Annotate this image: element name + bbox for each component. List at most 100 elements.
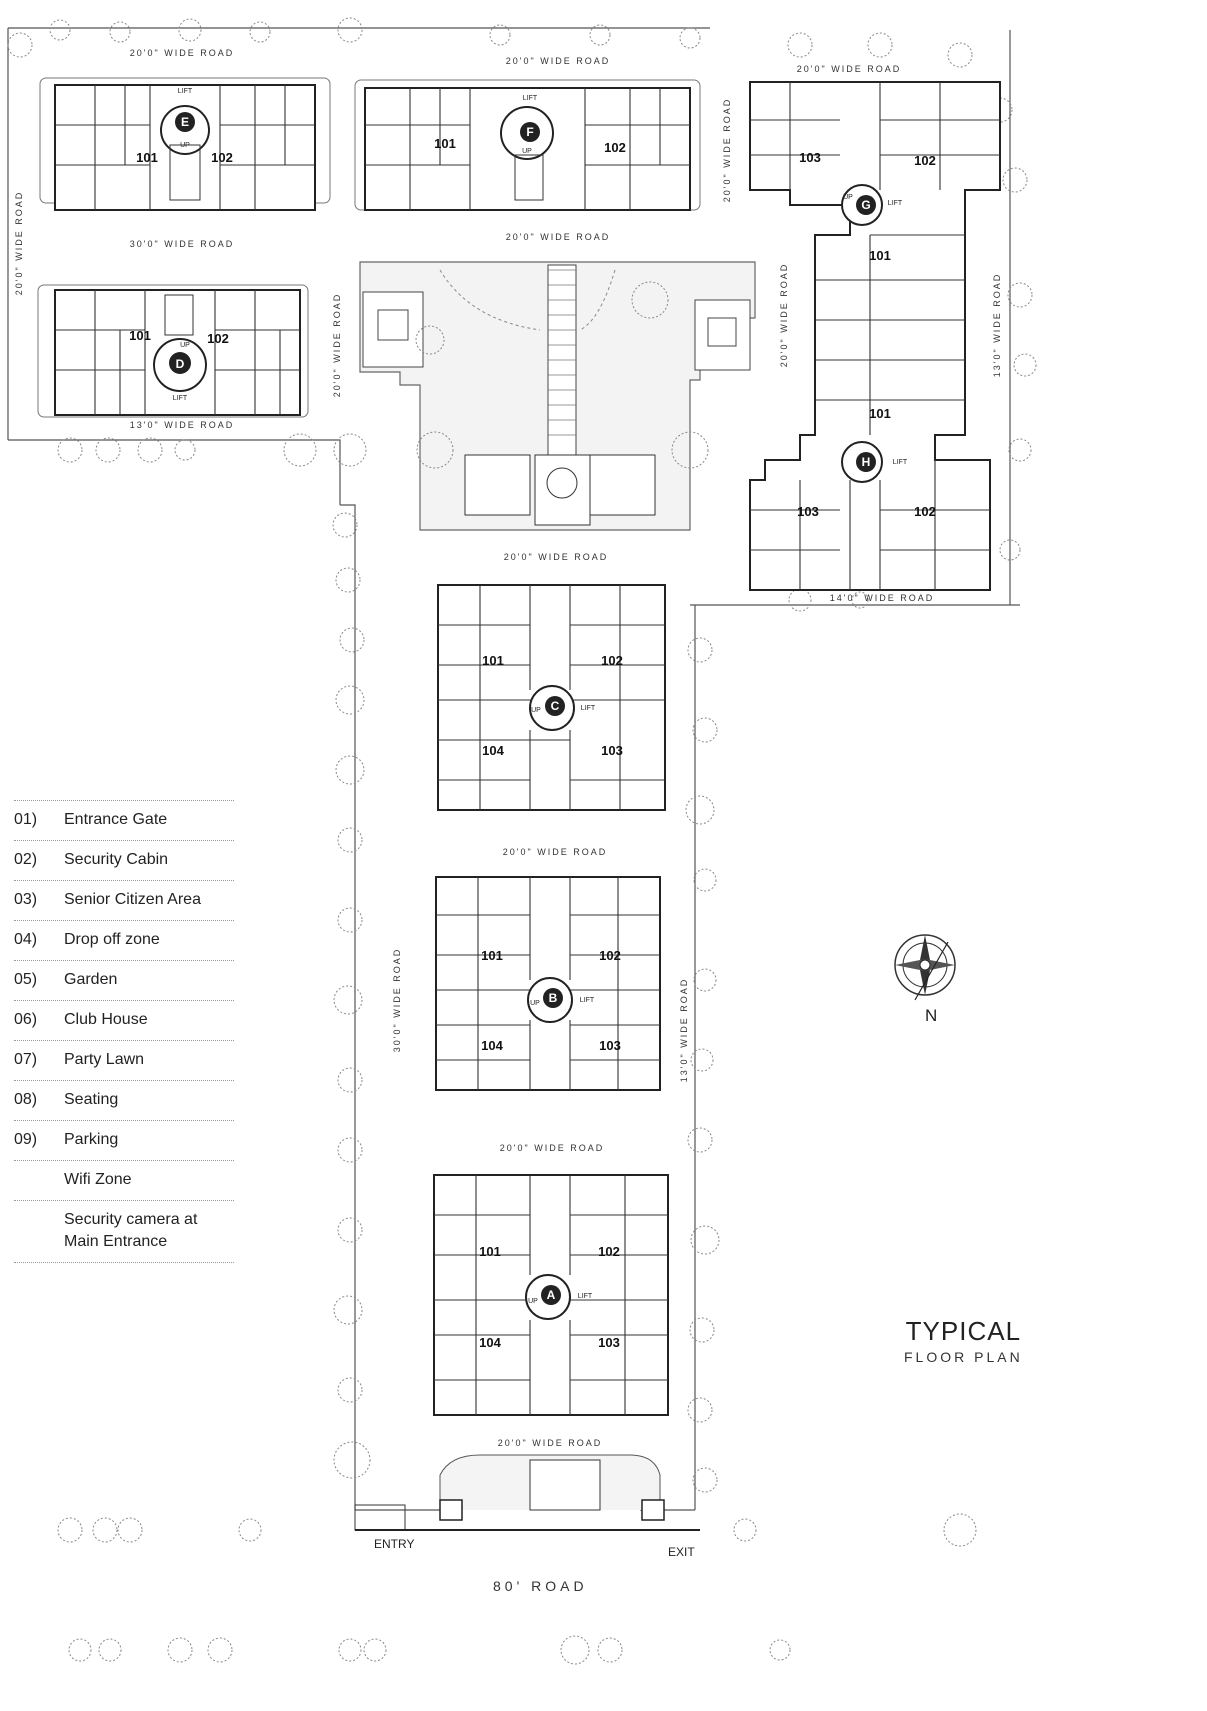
- unit-c-101: 101: [482, 653, 504, 668]
- road-label: 20'0" WIDE ROAD: [797, 64, 901, 74]
- security-cabin-exit: [641, 1499, 665, 1521]
- legend-text: Senior Citizen Area: [64, 891, 201, 908]
- road-label: 20'0" WIDE ROAD: [14, 191, 24, 295]
- plan-title: TYPICAL FLOOR PLAN: [904, 1316, 1023, 1365]
- unit-b-104: 104: [481, 1038, 503, 1053]
- legend-text: Parking: [64, 1131, 119, 1148]
- up-label: UP: [522, 148, 532, 155]
- unit-c-104: 104: [482, 743, 504, 758]
- building-d: D LIFT UP 101 102: [37, 284, 309, 418]
- unit-a-101: 101: [479, 1244, 501, 1259]
- up-label: UP: [530, 1000, 540, 1007]
- legend-item: 09) Parking: [14, 1120, 234, 1160]
- lift-label: LIFT: [178, 88, 193, 95]
- block-e-label: E: [181, 115, 189, 129]
- unit-b-103: 103: [599, 1038, 621, 1053]
- compass-rose: [894, 934, 956, 1001]
- unit-e-102: 102: [211, 150, 233, 165]
- legend-number: 06): [14, 1011, 38, 1028]
- road-label: 20'0" WIDE ROAD: [503, 847, 607, 857]
- legend-number: [14, 1209, 64, 1253]
- legend-item: 05) Garden: [14, 960, 234, 1000]
- unit-c-102: 102: [601, 653, 623, 668]
- lift-label: LIFT: [523, 95, 538, 102]
- legend-number: 07): [14, 1051, 38, 1068]
- unit-e-101: 101: [136, 150, 158, 165]
- unit-d-102: 102: [207, 331, 229, 346]
- legend-number: 04): [14, 931, 38, 948]
- unit-g-102: 102: [914, 153, 936, 168]
- building-a: A LIFT UP 101 102 104 103: [433, 1174, 669, 1416]
- security-cabin-entry: [439, 1499, 463, 1521]
- lift-label: LIFT: [888, 200, 903, 207]
- building-c: C LIFT UP 101 102 104 103: [437, 584, 666, 811]
- landscape-trees: [7, 17, 1037, 1665]
- legend-number: 02): [14, 851, 38, 868]
- block-f-label: F: [526, 125, 533, 139]
- legend-number: [14, 1169, 64, 1191]
- exit-label: EXIT: [668, 1545, 695, 1559]
- legend-text: Wifi Zone: [64, 1171, 132, 1188]
- building-b: B LIFT UP 101 102 104 103: [435, 876, 661, 1091]
- legend-item: Wifi Zone: [14, 1160, 234, 1200]
- central-garden: [359, 261, 756, 531]
- legend-number: 05): [14, 971, 38, 988]
- road-label: 20'0" WIDE ROAD: [506, 56, 610, 66]
- unit-g-103: 103: [799, 150, 821, 165]
- legend-text: Seating: [64, 1091, 119, 1108]
- legend-number: 09): [14, 1131, 38, 1148]
- unit-f-101: 101: [434, 136, 456, 151]
- road-label: 20'0" WIDE ROAD: [130, 48, 234, 58]
- legend-number: 01): [14, 811, 38, 828]
- road-label: 13'0" WIDE ROAD: [992, 273, 1002, 377]
- compound-walls: [7, 27, 1020, 1511]
- road-label: 20'0" WIDE ROAD: [506, 232, 610, 242]
- building-g-h: G LIFT UP 103 102 101 H LIFT 101 103 102: [749, 81, 1001, 591]
- block-h-label: H: [862, 455, 871, 469]
- road-label: 20'0" WIDE ROAD: [332, 293, 342, 397]
- block-c-label: C: [551, 699, 560, 713]
- entrance-plaza: [354, 1454, 700, 1531]
- legend-text: Security camera at Main Entrance: [64, 1211, 198, 1250]
- legend-number: 03): [14, 891, 38, 908]
- lift-label: LIFT: [893, 459, 908, 466]
- legend-text: Drop off zone: [64, 931, 160, 948]
- title-line-1: TYPICAL: [905, 1316, 1022, 1346]
- main-road-label: 80' ROAD: [493, 1578, 588, 1594]
- road-labels: 20'0" WIDE ROAD 20'0" WIDE ROAD 20'0" WI…: [14, 48, 1002, 1448]
- legend-item: Security camera at Main Entrance: [14, 1200, 234, 1263]
- road-label: 20'0" WIDE ROAD: [504, 552, 608, 562]
- unit-d-101: 101: [129, 328, 151, 343]
- road-label: 13'0" WIDE ROAD: [679, 978, 689, 1082]
- road-label: 20'0" WIDE ROAD: [722, 98, 732, 202]
- title-line-2: FLOOR PLAN: [904, 1349, 1023, 1365]
- unit-a-103: 103: [598, 1335, 620, 1350]
- north-label: N: [925, 1006, 938, 1025]
- lift-label: LIFT: [580, 997, 595, 1004]
- legend-text: Security Cabin: [64, 851, 169, 868]
- unit-b-101: 101: [481, 948, 503, 963]
- legend-text: Garden: [64, 971, 118, 988]
- unit-f-102: 102: [604, 140, 626, 155]
- up-label: UP: [528, 1298, 538, 1305]
- legend-text: Entrance Gate: [64, 811, 168, 828]
- unit-h-102: 102: [914, 504, 936, 519]
- unit-g-101: 101: [869, 248, 891, 263]
- legend-number: 08): [14, 1091, 38, 1108]
- up-label: UP: [180, 342, 190, 349]
- legend-item: 08) Seating: [14, 1080, 234, 1120]
- road-label: 20'0" WIDE ROAD: [500, 1143, 604, 1153]
- block-g-label: G: [861, 198, 870, 212]
- unit-b-102: 102: [599, 948, 621, 963]
- lift-label: LIFT: [578, 1293, 593, 1300]
- legend-item: 07) Party Lawn: [14, 1040, 234, 1080]
- unit-a-102: 102: [598, 1244, 620, 1259]
- road-label: 14'0" WIDE ROAD: [830, 593, 934, 603]
- unit-h-101: 101: [869, 406, 891, 421]
- unit-h-103: 103: [797, 504, 819, 519]
- road-label: 20'0" WIDE ROAD: [779, 263, 789, 367]
- legend-text: Party Lawn: [64, 1051, 145, 1068]
- legend-item: 02) Security Cabin: [14, 840, 234, 880]
- legend-item: 01) Entrance Gate: [14, 800, 234, 840]
